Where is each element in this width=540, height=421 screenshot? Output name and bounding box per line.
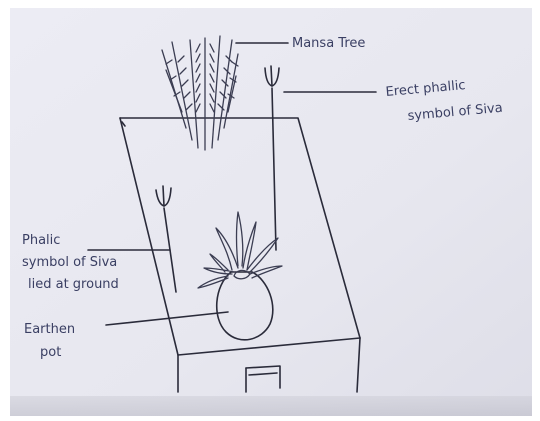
label-earthen-pot-line1: Earthen <box>24 322 75 337</box>
label-phallic-ground-line2: symbol of Siva <box>22 255 117 270</box>
label-phallic-ground-line1: Phalic <box>22 233 60 248</box>
paper-shadow-edge <box>10 396 532 416</box>
label-phallic-ground-line3: lied at ground <box>28 277 119 292</box>
label-mansa-tree: Mansa Tree <box>292 36 365 51</box>
label-earthen-pot-line2: pot <box>40 345 61 360</box>
